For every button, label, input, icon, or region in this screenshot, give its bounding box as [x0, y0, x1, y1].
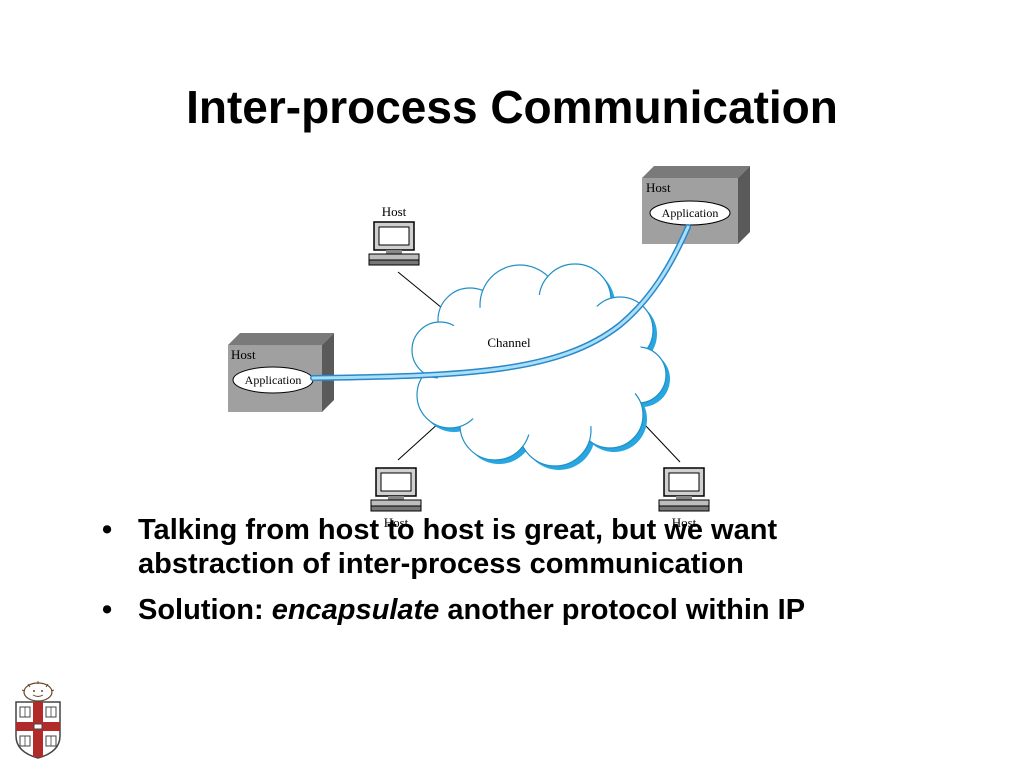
bullet-mark: • [102, 594, 113, 626]
server-left-app-label: Application [245, 373, 302, 387]
pc-bottom-right-label: Host [672, 515, 697, 530]
pc-bottom-left-label: Host [384, 515, 409, 530]
link-line-bottom-left [397, 421, 441, 461]
pc-host-bottom-left: Host [370, 467, 422, 530]
server-host-left: Host Application [228, 333, 334, 412]
university-shield-logo [15, 681, 61, 759]
server-right-app-label: Application [662, 206, 719, 220]
channel-label: Channel [487, 335, 531, 350]
sun-crest-icon [21, 681, 55, 702]
slide-title: Inter-process Communication [186, 81, 838, 133]
bullet-mark: • [102, 514, 113, 546]
bullet-text-before: Solution: [138, 594, 272, 626]
link-line-bottom-right [644, 424, 681, 463]
bullet-emphasis: encapsulate [271, 594, 440, 626]
link-line-top [397, 271, 443, 309]
bullet-list: • Talking from host to host is great, bu… [98, 513, 898, 639]
server-host-right: Host Application [642, 166, 750, 244]
bullet-text-after: another protocol within IP [439, 594, 806, 626]
bullet-text: Talking from host to host is great, but … [138, 514, 778, 580]
pc-host-bottom-right: Host [658, 467, 710, 530]
pc-top-label: Host [382, 204, 407, 219]
server-right-label: Host [646, 180, 671, 195]
pc-host-top: Host [368, 204, 420, 266]
bullet-item: • Solution: encapsulate another protocol… [98, 593, 898, 627]
channel-cloud [411, 263, 670, 470]
server-left-label: Host [231, 347, 256, 362]
bullet-item: • Talking from host to host is great, bu… [98, 513, 898, 581]
